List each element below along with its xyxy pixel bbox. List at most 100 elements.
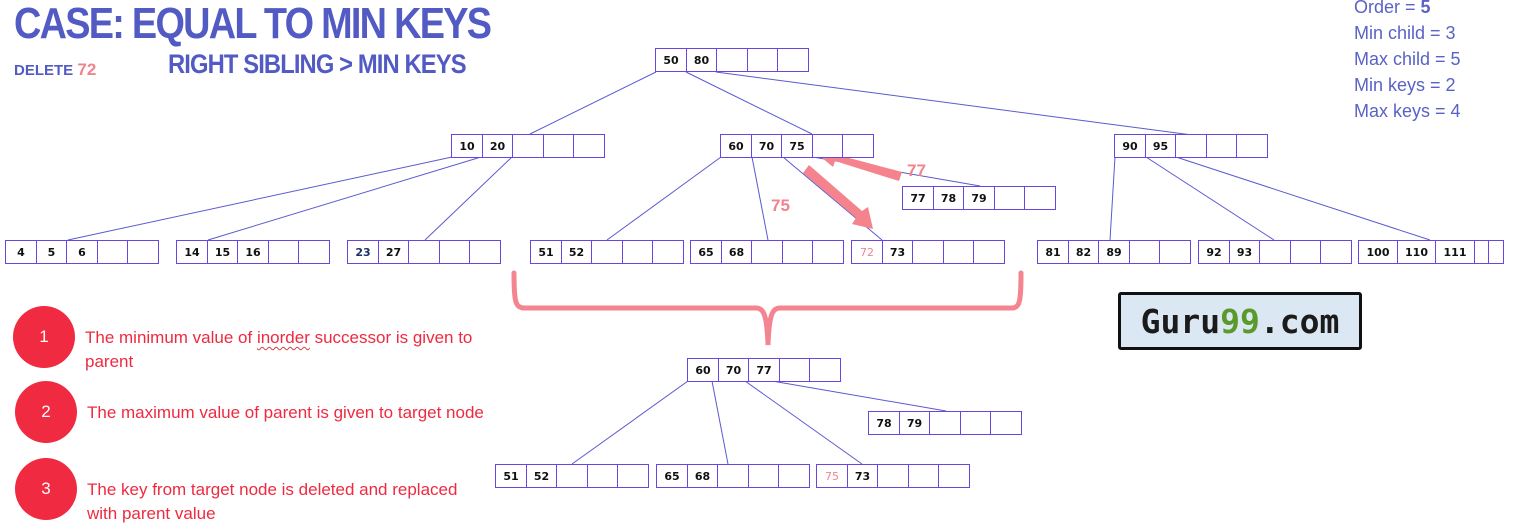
key-cell bbox=[617, 464, 649, 488]
key-cell: 80 bbox=[685, 48, 718, 72]
key-cell: 79 bbox=[898, 411, 931, 435]
logo-highlight: 99 bbox=[1220, 301, 1260, 341]
edge-root-to-node-60-70-75 bbox=[685, 71, 813, 135]
key-cell: 82 bbox=[1067, 240, 1100, 264]
key-cell bbox=[652, 240, 684, 264]
key-cell: 81 bbox=[1037, 240, 1069, 264]
key-cell bbox=[556, 464, 588, 488]
key-cell bbox=[973, 240, 1005, 264]
after-target-leaf-node-75-73: 75 73 bbox=[816, 464, 970, 488]
key-cell bbox=[438, 240, 471, 264]
key-cell bbox=[1159, 240, 1191, 264]
key-cell bbox=[811, 134, 844, 158]
key-cell: 68 bbox=[686, 464, 719, 488]
key-cell bbox=[929, 411, 961, 435]
internal-node-10-20: 10 20 bbox=[451, 134, 605, 158]
param-min-child: Min child = 3 bbox=[1354, 23, 1456, 43]
key-cell bbox=[959, 411, 992, 435]
logo-prefix: Guru bbox=[1140, 301, 1221, 341]
step-1-text-part: The minimum value of bbox=[85, 328, 257, 347]
edge-after-to-leaf-51-52 bbox=[571, 380, 689, 465]
key-cell bbox=[907, 464, 940, 488]
key-cell: 89 bbox=[1098, 240, 1130, 264]
step-3-text-line2: with parent value bbox=[87, 504, 216, 523]
key-cell: 52 bbox=[525, 464, 558, 488]
key-cell: 51 bbox=[530, 240, 562, 264]
arrow-label-down: 75 bbox=[771, 196, 790, 215]
param-max-child: Max child = 5 bbox=[1354, 49, 1461, 69]
edge-root-to-node-90-95 bbox=[715, 71, 1193, 136]
key-cell: 78 bbox=[932, 186, 965, 210]
key-cell bbox=[781, 240, 814, 264]
step-3-text-line1: The key from target node is deleted and … bbox=[87, 480, 458, 499]
delete-prefix: DELETE bbox=[14, 62, 74, 79]
key-cell: 65 bbox=[690, 240, 722, 264]
key-cell bbox=[747, 464, 780, 488]
key-cell bbox=[1128, 240, 1161, 264]
key-cell bbox=[1205, 134, 1238, 158]
leaf-node-92-93: 92 93 bbox=[1198, 240, 1352, 264]
replaced-key-cell: 75 bbox=[816, 464, 848, 488]
key-cell: 6 bbox=[66, 240, 98, 264]
key-cell: 60 bbox=[687, 358, 719, 382]
edge-root-to-node-10-20 bbox=[529, 71, 657, 135]
key-cell bbox=[809, 358, 841, 382]
key-cell bbox=[746, 48, 779, 72]
internal-node-90-95: 90 95 bbox=[1114, 134, 1268, 158]
edge-to-leaf-81-82-89 bbox=[1109, 156, 1116, 241]
page-title: CASE: EQUAL TO MIN KEYS bbox=[14, 0, 492, 48]
logo-suffix: .com bbox=[1259, 301, 1340, 341]
key-cell bbox=[621, 240, 654, 264]
key-cell: 60 bbox=[720, 134, 752, 158]
after-node-78-79: 78 79 bbox=[868, 411, 1022, 435]
delete-value: 72 bbox=[77, 60, 97, 79]
target-leaf-node-72-73: 72 73 bbox=[851, 240, 1005, 264]
edge-to-leaf-100-110-111 bbox=[1175, 156, 1431, 241]
key-cell: 79 bbox=[963, 186, 995, 210]
key-cell: 16 bbox=[237, 240, 269, 264]
arrow-down-to-target bbox=[803, 165, 873, 229]
key-cell bbox=[1320, 240, 1352, 264]
key-cell bbox=[408, 240, 440, 264]
key-cell bbox=[469, 240, 501, 264]
key-cell bbox=[586, 464, 619, 488]
key-cell: 20 bbox=[481, 134, 514, 158]
key-cell bbox=[778, 464, 810, 488]
key-cell bbox=[842, 134, 874, 158]
step-2-text: The maximum value of parent is given to … bbox=[87, 403, 484, 422]
step-1-spellcheck-word: inorder bbox=[256, 328, 310, 347]
delete-label: DELETE 72 bbox=[14, 60, 96, 80]
target-key-cell: 72 bbox=[851, 240, 883, 264]
key-cell: 93 bbox=[1228, 240, 1261, 264]
key-cell: 14 bbox=[176, 240, 208, 264]
edge-after-to-leaf-65-68 bbox=[711, 380, 729, 465]
leaf-node-14-15-16: 14 15 16 bbox=[176, 240, 330, 264]
param-min-keys: Min keys = 2 bbox=[1354, 75, 1456, 95]
page-subtitle: RIGHT SIBLING > MIN KEYS bbox=[168, 49, 467, 79]
key-cell bbox=[993, 186, 1026, 210]
key-cell bbox=[942, 240, 975, 264]
key-cell bbox=[542, 134, 575, 158]
key-cell: 65 bbox=[656, 464, 688, 488]
merge-brace bbox=[511, 270, 1024, 346]
key-cell: 10 bbox=[451, 134, 483, 158]
key-cell: 75 bbox=[781, 134, 813, 158]
internal-node-60-70-75: 60 70 75 bbox=[720, 134, 874, 158]
step-3-text: The key from target node is deleted and … bbox=[87, 478, 457, 526]
step-1-badge: 1 bbox=[13, 306, 75, 368]
step-1-text-line2: parent bbox=[85, 352, 134, 371]
leaf-node-4-5-6: 4 5 6 bbox=[5, 240, 159, 264]
key-cell: 5 bbox=[35, 240, 68, 264]
edge-after-to-leaf-75-73 bbox=[744, 380, 863, 465]
key-cell: 111 bbox=[1435, 240, 1475, 264]
param-order-label: Order = bbox=[1354, 0, 1421, 17]
key-cell bbox=[812, 240, 844, 264]
step-3-badge: 3 bbox=[15, 458, 77, 520]
tree-parameters: Order = 5 Min child = 3 Max child = 5 Mi… bbox=[1354, 0, 1461, 124]
key-cell bbox=[1488, 240, 1504, 264]
key-cell bbox=[96, 240, 129, 264]
key-cell: 77 bbox=[902, 186, 934, 210]
step-1-text-part: successor is given to bbox=[309, 328, 473, 347]
key-cell bbox=[1024, 186, 1056, 210]
step-2-badge: 2 bbox=[15, 381, 77, 443]
